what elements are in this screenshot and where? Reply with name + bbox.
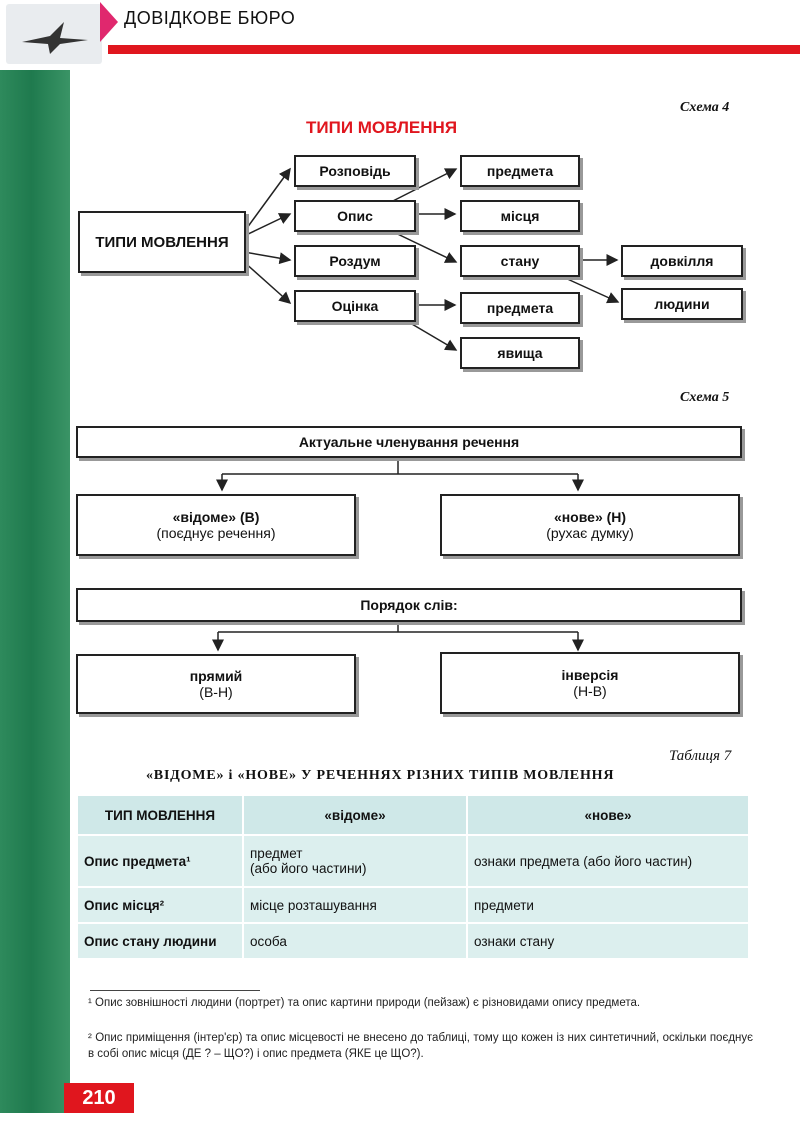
table-header-cell: «відоме» bbox=[244, 796, 466, 834]
left-decorative-band bbox=[0, 70, 70, 1131]
header-logo bbox=[6, 4, 102, 64]
table-cell-known: місце розташування bbox=[244, 888, 466, 922]
table-row: Опис предмета¹ предмет (або його частини… bbox=[78, 836, 748, 886]
table-cell-type: Опис стану людини bbox=[78, 924, 242, 958]
stan-box-liudyny: людини bbox=[621, 288, 743, 320]
inversion-box: інверсія (Н-В) bbox=[440, 652, 740, 714]
table7-title: «ВІДОМЕ» і «НОВЕ» У РЕЧЕННЯХ РІЗНИХ ТИПІ… bbox=[146, 768, 615, 783]
type-box-otsinka: Оцінка bbox=[294, 290, 416, 322]
bird-icon bbox=[22, 22, 88, 54]
direct-sub: (В-Н) bbox=[199, 684, 233, 700]
inversion-label: інверсія bbox=[561, 667, 619, 683]
section-title: ДОВІДКОВЕ БЮРО bbox=[124, 8, 296, 28]
table-cell-type: Опис місця² bbox=[78, 888, 242, 922]
target-box-predmeta-2: предмета bbox=[460, 292, 580, 324]
footnote-divider bbox=[90, 990, 260, 991]
table-row: Опис стану людини особа ознаки стану bbox=[78, 924, 748, 958]
header-triangle-icon bbox=[100, 2, 118, 42]
word-order-box: Порядок слів: bbox=[76, 588, 742, 622]
direct-label: прямий bbox=[189, 668, 243, 684]
type-box-rozdum: Роздум bbox=[294, 245, 416, 277]
type-box-opys: Опис bbox=[294, 200, 416, 232]
root-box: ТИПИ МОВЛЕННЯ bbox=[78, 211, 246, 273]
stan-box-dovkillia: довкілля bbox=[621, 245, 743, 277]
type-box-rozpovid: Розповідь bbox=[294, 155, 416, 187]
scheme4-title: ТИПИ МОВЛЕННЯ bbox=[306, 118, 458, 137]
target-box-predmeta: предмета bbox=[460, 155, 580, 187]
scheme5-label: Схема 5 bbox=[680, 390, 730, 405]
header-bar bbox=[0, 0, 800, 70]
table-header-row: ТИП МОВЛЕННЯ «відоме» «нове» bbox=[78, 796, 748, 834]
known-sub: (поєднує речення) bbox=[156, 525, 276, 541]
table-cell-type: Опис предмета¹ bbox=[78, 836, 242, 886]
footnote-2: ² Опис приміщення (інтер'єр) та опис міс… bbox=[88, 1032, 753, 1060]
table-header-cell: ТИП МОВЛЕННЯ bbox=[78, 796, 242, 834]
page-number: 210 bbox=[64, 1083, 134, 1113]
table-cell-new: ознаки предмета (або його частин) bbox=[468, 836, 748, 886]
actual-division-box: Актуальне членування речення bbox=[76, 426, 742, 458]
known-label: «відоме» (В) bbox=[172, 509, 260, 525]
table-header-cell: «нове» bbox=[468, 796, 748, 834]
table-row: Опис місця² місце розташування предмети bbox=[78, 888, 748, 922]
inversion-sub: (Н-В) bbox=[573, 683, 607, 699]
target-box-yavyshcha: явища bbox=[460, 337, 580, 369]
table-cell-new: ознаки стану bbox=[468, 924, 748, 958]
table-cell-known: особа bbox=[244, 924, 466, 958]
table-cell-known: предмет (або його частини) bbox=[244, 836, 466, 886]
types-table: ТИП МОВЛЕННЯ «відоме» «нове» Опис предме… bbox=[76, 794, 750, 960]
scheme4-label: Схема 4 bbox=[680, 100, 730, 115]
known-box: «відоме» (В) (поєднує речення) bbox=[76, 494, 356, 556]
table-cell-new: предмети bbox=[468, 888, 748, 922]
bottom-margin bbox=[0, 1113, 800, 1131]
new-sub: (рухає думку) bbox=[546, 525, 634, 541]
target-box-mistsia: місця bbox=[460, 200, 580, 232]
direct-box: прямий (В-Н) bbox=[76, 654, 356, 714]
header-red-rule bbox=[108, 45, 800, 54]
new-label: «нове» (Н) bbox=[553, 509, 627, 525]
new-box: «нове» (Н) (рухає думку) bbox=[440, 494, 740, 556]
target-box-stanu: стану bbox=[460, 245, 580, 277]
table7-label: Таблиця 7 bbox=[669, 748, 732, 764]
footnote-1: ¹ Опис зовнішності людини (портрет) та о… bbox=[88, 997, 641, 1009]
